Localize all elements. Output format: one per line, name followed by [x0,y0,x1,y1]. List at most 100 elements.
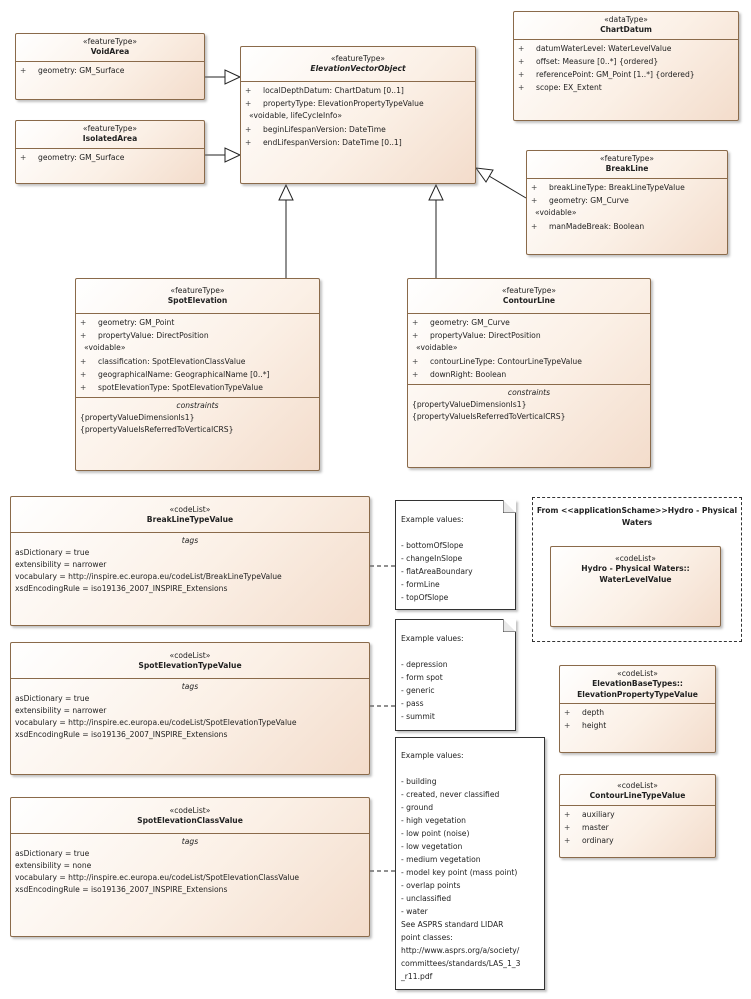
note-line: - flatAreaBoundary [401,567,473,576]
class-header: «codeList» SpotElevationClassValue [11,798,369,834]
constraints-title: constraints [176,400,219,410]
visibility-marker: + [531,221,538,231]
literal-row: +auxiliary [564,809,711,822]
visibility-marker: + [20,65,27,75]
note-line [401,645,510,658]
spotelevationclass-example-note[interactable]: Example values: - building - created, ne… [395,737,545,990]
attribute-row: +spotElevationType: SpotElevationTypeVal… [80,382,315,395]
attribute-text: scope: EX_Extent [536,82,602,92]
visibility-marker: + [412,369,419,379]
class-name: ContourLineTypeValue [589,791,686,801]
class-header: «codeList» SpotElevationTypeValue [11,643,369,679]
contourlinetypevalue-class[interactable]: «codeList» ContourLineTypeValue +auxilia… [559,774,716,858]
stereotype-label: «featureType» [599,154,655,163]
spotelevationclassvalue-class[interactable]: «codeList» SpotElevationClassValue tags … [10,797,370,937]
attribute-section: +geometry: GM_Surface [16,62,204,80]
breakline-class[interactable]: «featureType» BreakLine +breakLineType: … [526,150,728,255]
visibility-marker: + [531,195,538,205]
attribute-text: geometry: GM_Curve [549,195,629,205]
class-name: WaterLevelValue [599,574,672,584]
spotelevationtypevalue-class[interactable]: «codeList» SpotElevationTypeValue tags a… [10,642,370,775]
note-line: - summit [401,712,435,721]
tags-title: tags [181,681,199,691]
note-line: http://www.asprs.org/a/society/ [401,946,520,955]
attribute-section: +breakLineType: BreakLineTypeValue +geom… [527,179,727,236]
tag-line: asDictionary = true [15,848,90,858]
class-name: ContourLine [502,296,556,306]
literal-row: +master [564,822,711,835]
attribute-section: +geometry: GM_Point + propertyValue: Dire… [76,314,319,397]
class-header: «featureType» BreakLine [527,151,727,179]
note-line: - bottomOfSlope [401,541,464,550]
class-header: «codeList» ContourLineTypeValue [560,775,715,806]
elevationpropertytypevalue-class[interactable]: «codeList» ElevationBaseTypes:: Elevatio… [559,665,716,753]
voidarea-class[interactable]: «featureType» VoidArea +geometry: GM_Sur… [15,33,205,100]
visibility-marker: + [245,137,252,147]
visibility-marker: + [245,124,252,134]
class-name: SpotElevationTypeValue [138,661,242,671]
note-line: - form spot [401,673,443,682]
chartdatum-class[interactable]: «dataType» ChartDatum +datumWaterLevel: … [513,11,739,121]
attribute-text: manMadeBreak: Boolean [549,221,645,231]
visibility-marker: + [564,835,571,845]
literal-text: depth [582,708,605,718]
class-name: ElevationBaseTypes:: [592,679,683,689]
constraint-line: {propertyValueIsReferredToVerticalCRS} [412,411,566,421]
class-header: «featureType» SpotElevation [76,279,319,314]
stereotype-label: «codeList» [617,669,658,678]
contourline-class[interactable]: «featureType» ContourLine +geometry: GM_… [407,278,651,468]
tags-section: tags asDictionary = true extensibility =… [11,679,369,744]
tag-line: asDictionary = true [15,547,90,557]
literal-row: +height [564,720,711,733]
attribute-row: +datumWaterLevel: WaterLevelValue [518,43,734,56]
visibility-marker: + [80,330,87,340]
literal-text: auxiliary [582,809,615,819]
attribute-text: contourLineType: ContourLineTypeValue [430,356,582,366]
stereotype-group-label: «voidable» [416,342,458,352]
note-line: - formLine [401,580,440,589]
note-line: See ASPRS standard LIDAR [401,920,504,929]
attribute-row: +geometry: GM_Point [80,317,315,330]
isolatedarea-class[interactable]: «featureType» IsolatedArea +geometry: GM… [15,120,205,184]
attribute-row: +referencePoint: GM_Point [1..*] {ordere… [518,69,734,82]
note-line: - depression [401,660,448,669]
constraint-line: {propertyValueDimensionIs1} [412,399,527,409]
stereotype-group-label: «voidable, lifeCycleInfo» [249,110,343,120]
attribute-text: beginLifespanVersion: DateTime [263,124,386,134]
spotelevation-class[interactable]: «featureType» SpotElevation +geometry: G… [75,278,320,471]
attribute-row: +propertyType: ElevationPropertyTypeValu… [245,98,471,111]
attribute-row: +downRight: Boolean [412,369,646,382]
constraints-section: constraints {propertyValueDimensionIs1} … [76,396,319,439]
class-name: SpotElevationClassValue [137,816,243,826]
literal-text: master [582,822,609,832]
stereotype-label: «codeList» [617,781,658,790]
attribute-row: + propertyValue: DirectPosition [412,330,646,343]
breaklinetypevalue-class[interactable]: «codeList» BreakLineTypeValue tags asDic… [10,496,370,626]
attribute-text: propertyValue: DirectPosition [98,330,209,340]
attribute-text: endLifespanVersion: DateTime [0..1] [263,137,402,147]
attribute-text: propertyValue: DirectPosition [430,330,541,340]
attribute-section: +datumWaterLevel: WaterLevelValue +offse… [514,40,738,97]
constraint-line: {propertyValueIsReferredToVerticalCRS} [80,424,234,434]
spotelevationtype-example-note[interactable]: Example values: - depression - form spot… [395,619,516,731]
package-title-line: Waters [621,518,653,527]
note-line: point classes: [401,933,453,942]
stereotype-label: «codeList» [169,505,211,514]
note-line [401,526,510,539]
stereotype-group-label: «voidable» [535,207,577,217]
breakline-example-note[interactable]: Example values: - bottomOfSlope - change… [395,500,516,610]
attribute-row: + propertyValue: DirectPosition [80,330,315,343]
tags-title: tags [181,535,199,545]
class-header: «codeList» Hydro - Physical Waters:: Wat… [551,547,720,588]
waterlevelvalue-class[interactable]: «codeList» Hydro - Physical Waters:: Wat… [550,546,721,627]
elevationvectorobject-class[interactable]: «featureType» ElevationVectorObject +loc… [240,46,476,184]
hydro-package-boundary[interactable]: From <<applicationSchame>>Hydro - Physic… [532,497,742,642]
stereotype-label: «featureType» [501,286,557,295]
visibility-marker: + [245,98,252,108]
visibility-marker: + [518,43,525,53]
note-line: - generic [401,686,435,695]
note-line: - created, never classified [401,790,500,799]
visibility-marker: + [412,330,419,340]
tag-line: xsdEncodingRule = iso19136_2007_INSPIRE_… [15,729,228,739]
